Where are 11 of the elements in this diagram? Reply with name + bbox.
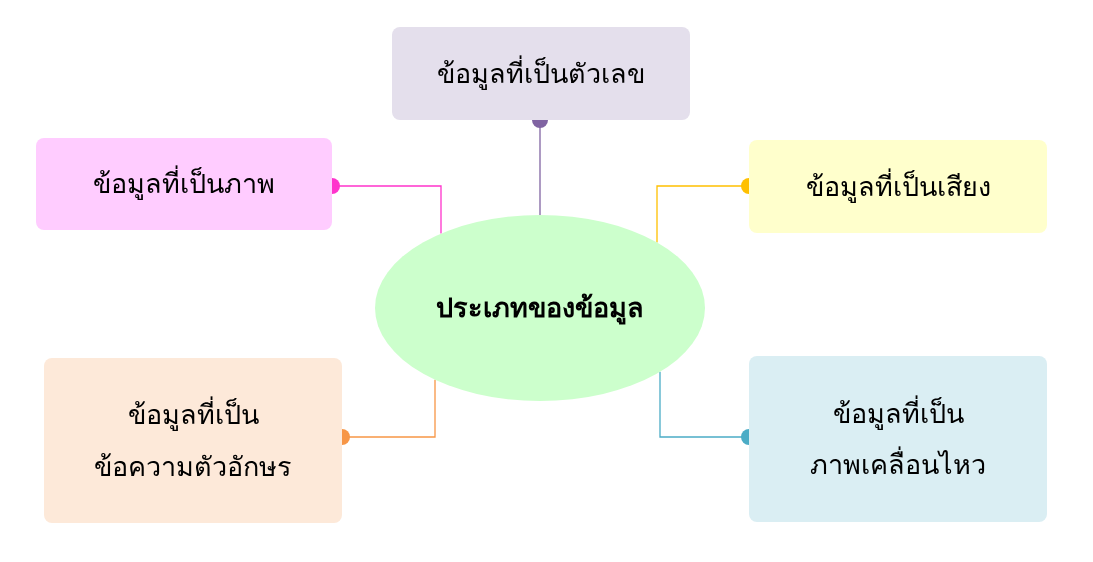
node-label: ข้อมูลที่เป็น ภาพเคลื่อนไหว (810, 394, 986, 482)
node-label: ข้อมูลที่เป็นตัวเลข (437, 54, 645, 92)
node-label: ข้อมูลที่เป็นเสียง (805, 167, 991, 205)
category-box (392, 27, 690, 120)
category-box (749, 356, 1047, 522)
node-label: ข้อมูลที่เป็น ข้อความตัวอักษร (94, 389, 292, 492)
category-box (44, 358, 342, 523)
category-box (749, 140, 1047, 233)
category-box (36, 138, 332, 230)
node-label: ประเภทของข้อมูล (436, 291, 644, 327)
node-label: ข้อมูลที่เป็นภาพ (93, 158, 275, 210)
